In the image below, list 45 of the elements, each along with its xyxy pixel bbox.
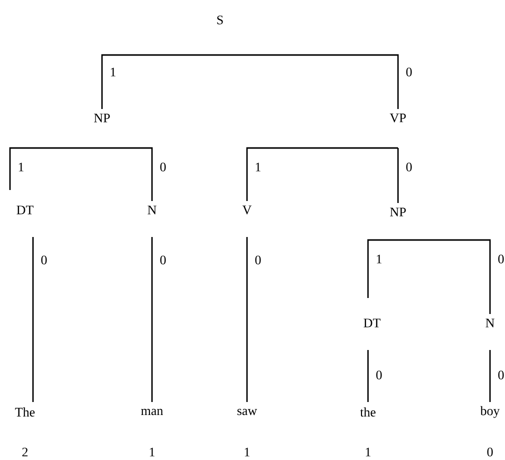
- count-number: 1: [366, 448, 370, 456]
- tree-label: DT: [16, 206, 34, 214]
- count-number: 0: [487, 448, 493, 456]
- tree-label: S: [217, 16, 223, 24]
- tree-label: The: [15, 407, 35, 417]
- count-number: 1: [244, 448, 250, 456]
- tree-branch: [246, 147, 398, 201]
- tree-label: man: [141, 408, 163, 416]
- edge-label: 0: [374, 370, 384, 380]
- tree-label: V: [242, 206, 252, 214]
- tree-label: NP: [390, 208, 406, 216]
- edge-label: 1: [16, 162, 26, 172]
- edge-label: 0: [496, 370, 505, 380]
- tree-label: boy: [480, 406, 500, 418]
- edge-label: 0: [496, 254, 505, 264]
- tree-branch: [397, 148, 399, 203]
- tree-branch: [151, 237, 153, 402]
- tree-branch: [102, 147, 153, 201]
- tree-label: N: [486, 318, 494, 328]
- tree-label: DT: [364, 318, 380, 328]
- tree-branch: [9, 147, 102, 190]
- tree-branch: [367, 239, 398, 298]
- edge-label: 0: [40, 254, 48, 266]
- edge-label: 1: [108, 66, 118, 78]
- tree-branch: [489, 350, 491, 402]
- edge-label: 0: [404, 66, 414, 78]
- edge-label: 0: [158, 162, 168, 172]
- count-number: 1: [150, 448, 154, 456]
- edge-label: 0: [254, 254, 262, 266]
- edge-label: 1: [254, 162, 262, 172]
- tree-branch: [246, 237, 248, 402]
- tree-branch: [220, 54, 399, 109]
- tree-branch: [101, 54, 220, 109]
- edge-label: 1: [374, 254, 384, 264]
- tree-branch: [367, 350, 369, 402]
- tree-label: saw: [237, 408, 258, 416]
- tree-label: NP: [94, 114, 110, 122]
- edge-label: 0: [158, 254, 168, 266]
- tree-branch: [398, 239, 491, 314]
- edge-label: 0: [404, 162, 414, 172]
- tree-label: N: [148, 206, 156, 214]
- tree-label: the: [360, 407, 376, 417]
- count-number: 2: [22, 448, 28, 456]
- tree-branch: [32, 237, 34, 402]
- tree-label: VP: [390, 114, 406, 122]
